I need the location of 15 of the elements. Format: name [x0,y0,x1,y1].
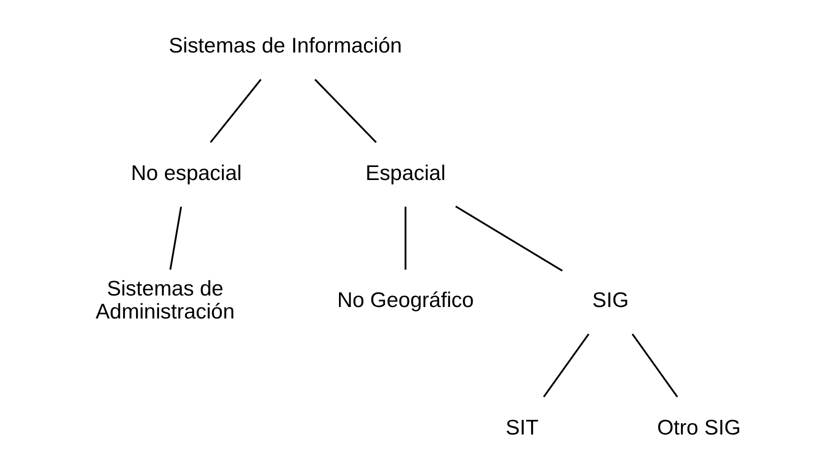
node-text: No espacial [130,162,242,185]
node-text: Sistemas de Información [168,34,402,58]
node-text: No Geográfico [337,289,474,312]
node-text: Sistemas de Administración [96,278,235,324]
connector [632,333,678,398]
connector [314,78,377,143]
node-text: Espacial [365,162,446,185]
node-text: SIT [506,416,539,440]
connector [210,78,262,143]
node-text: Otro SIG [657,416,741,440]
node-text: SIG [592,289,629,312]
connector [543,333,590,398]
connector [455,206,563,272]
connector [169,206,182,270]
connector [404,206,406,270]
